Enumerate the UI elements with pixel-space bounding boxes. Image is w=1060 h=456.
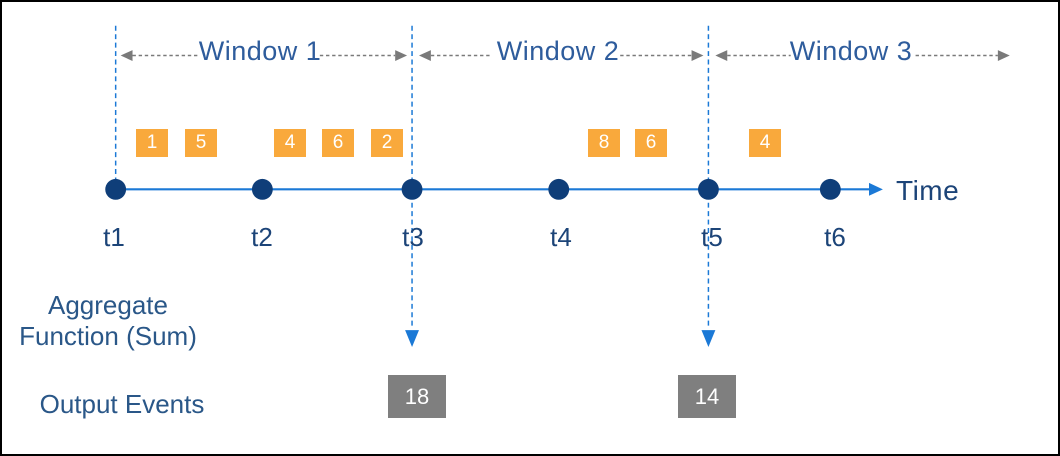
window-2-label: Window 2: [496, 36, 620, 66]
event-box: 8: [588, 129, 620, 157]
output-box-t5: 14: [678, 375, 736, 418]
event-box: 4: [274, 129, 306, 157]
window-3-right-arrowhead-icon: [997, 50, 1010, 61]
timeline-dot-t4: [548, 178, 570, 200]
output-arrow-down-icon-t3: [405, 330, 419, 347]
event-box: 6: [322, 129, 354, 157]
tick-label-t4: t4: [550, 222, 572, 252]
output-arrow-down-icon-t5: [701, 330, 716, 347]
timeline-dot-t2: [251, 178, 273, 200]
aggregate-label-line2: Function (Sum): [19, 321, 197, 351]
event-box: 6: [635, 129, 667, 157]
timeline-dot-t3: [401, 178, 423, 200]
tick-label-t5: t5: [701, 222, 723, 252]
output-box-t3: 18: [388, 375, 446, 418]
window-2-left-arrowhead-icon: [418, 50, 431, 61]
aggregate-label-line1: Aggregate: [48, 290, 168, 320]
tick-label-t2: t2: [251, 222, 273, 252]
window-3-label: Window 3: [789, 36, 913, 66]
window-2-right-arrowhead-icon: [691, 50, 704, 61]
tick-label-t3: t3: [402, 222, 424, 252]
tick-label-t6: t6: [824, 222, 846, 252]
window-1-right-arrowhead-icon: [395, 50, 408, 61]
timeline-dot-t1: [105, 178, 127, 200]
event-box: 5: [185, 129, 217, 157]
window-1-left-arrowhead-icon: [120, 50, 133, 61]
timeline-arrowhead-icon: [869, 182, 883, 196]
event-box: 4: [749, 129, 781, 157]
timeline-dot-t6: [819, 178, 841, 200]
time-axis-label: Time: [896, 175, 960, 206]
timeline-dot-t5: [698, 178, 719, 200]
tick-label-t1: t1: [103, 222, 125, 252]
window-3-left-arrowhead-icon: [715, 50, 728, 61]
event-box: 2: [371, 129, 403, 157]
event-box: 1: [136, 129, 168, 157]
output-events-label: Output Events: [39, 389, 205, 419]
aggregate-function-label: Aggregate Function (Sum): [18, 290, 198, 352]
window-1-label: Window 1: [198, 36, 322, 66]
